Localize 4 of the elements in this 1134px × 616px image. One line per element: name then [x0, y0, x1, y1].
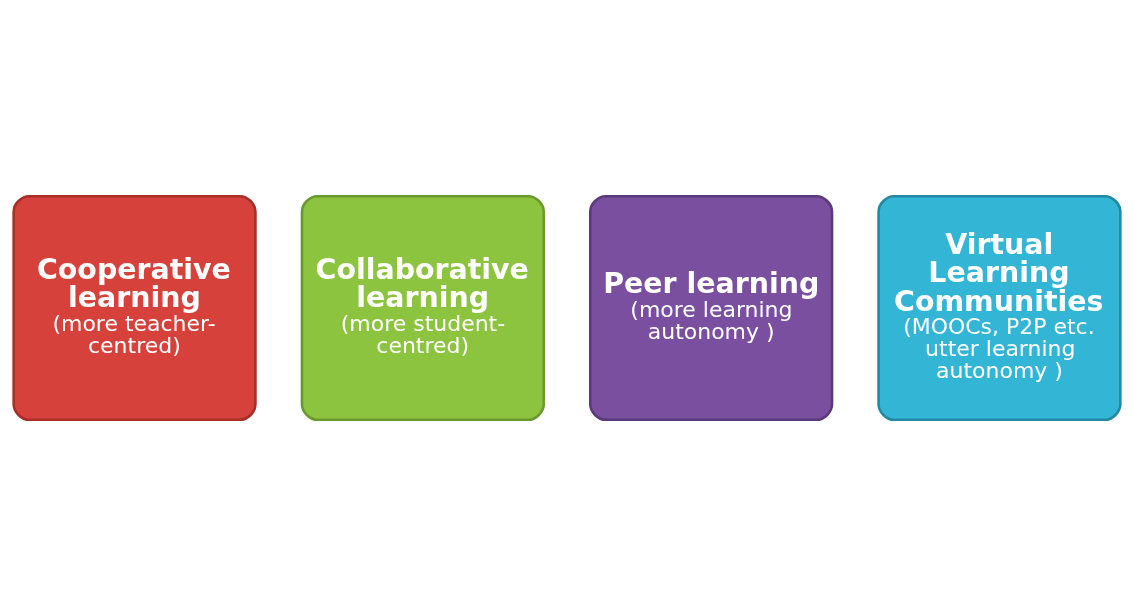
node-box: Collaborative learning (more student-centred): [300, 194, 546, 422]
node-box: Peer learning (more learning autonomy ): [588, 194, 834, 422]
node-box: Virtual Learning Communities (MOOCs, P2P etc. utter learning autonomy ): [877, 194, 1122, 422]
node-box: Cooperative learning (more teacher-centred): [12, 194, 257, 422]
